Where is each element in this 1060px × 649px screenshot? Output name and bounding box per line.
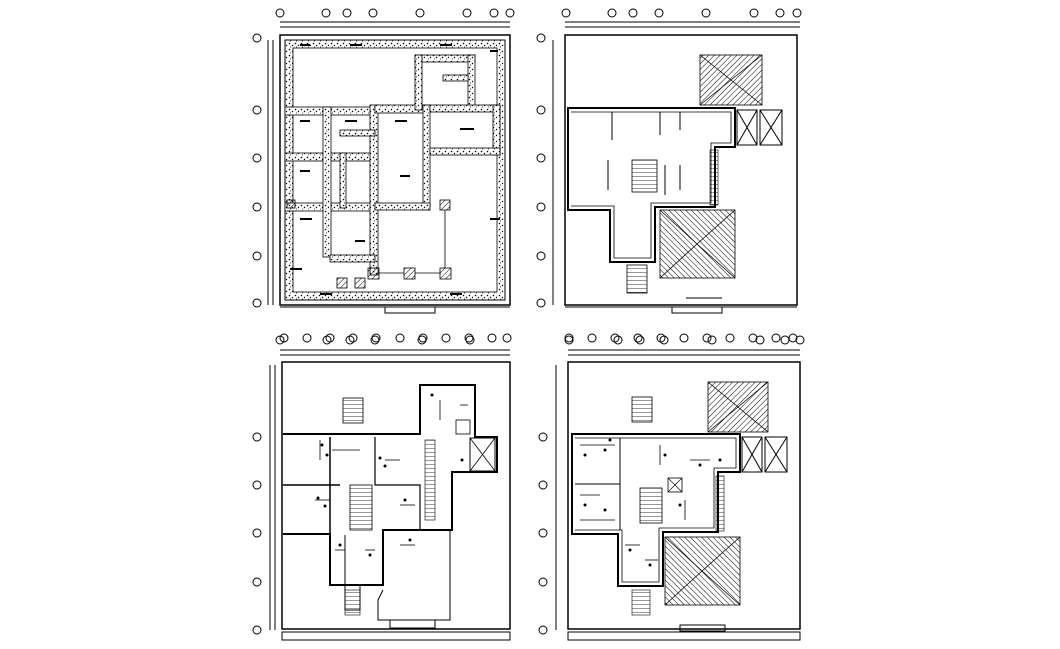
ground-floor-electrical-plan: [252, 335, 511, 641]
grid-bubbles-top: [564, 335, 805, 356]
grid-bubbles-bottom: [564, 333, 798, 343]
grid-bubbles-top: [275, 335, 510, 356]
grid-bubbles-bottom: [279, 333, 512, 343]
grid-bubbles-left: [538, 365, 557, 635]
grid-bubbles-left: [252, 365, 276, 635]
foundation-plan: [252, 8, 515, 343]
grid-bubbles-left: [536, 33, 554, 308]
roof-plan-upper: [536, 8, 802, 343]
grid-bubbles-top: [561, 8, 802, 28]
grid-bubbles-left: [252, 33, 274, 308]
first-floor-electrical-plan: [538, 335, 805, 641]
grid-bubbles-top: [275, 8, 515, 28]
